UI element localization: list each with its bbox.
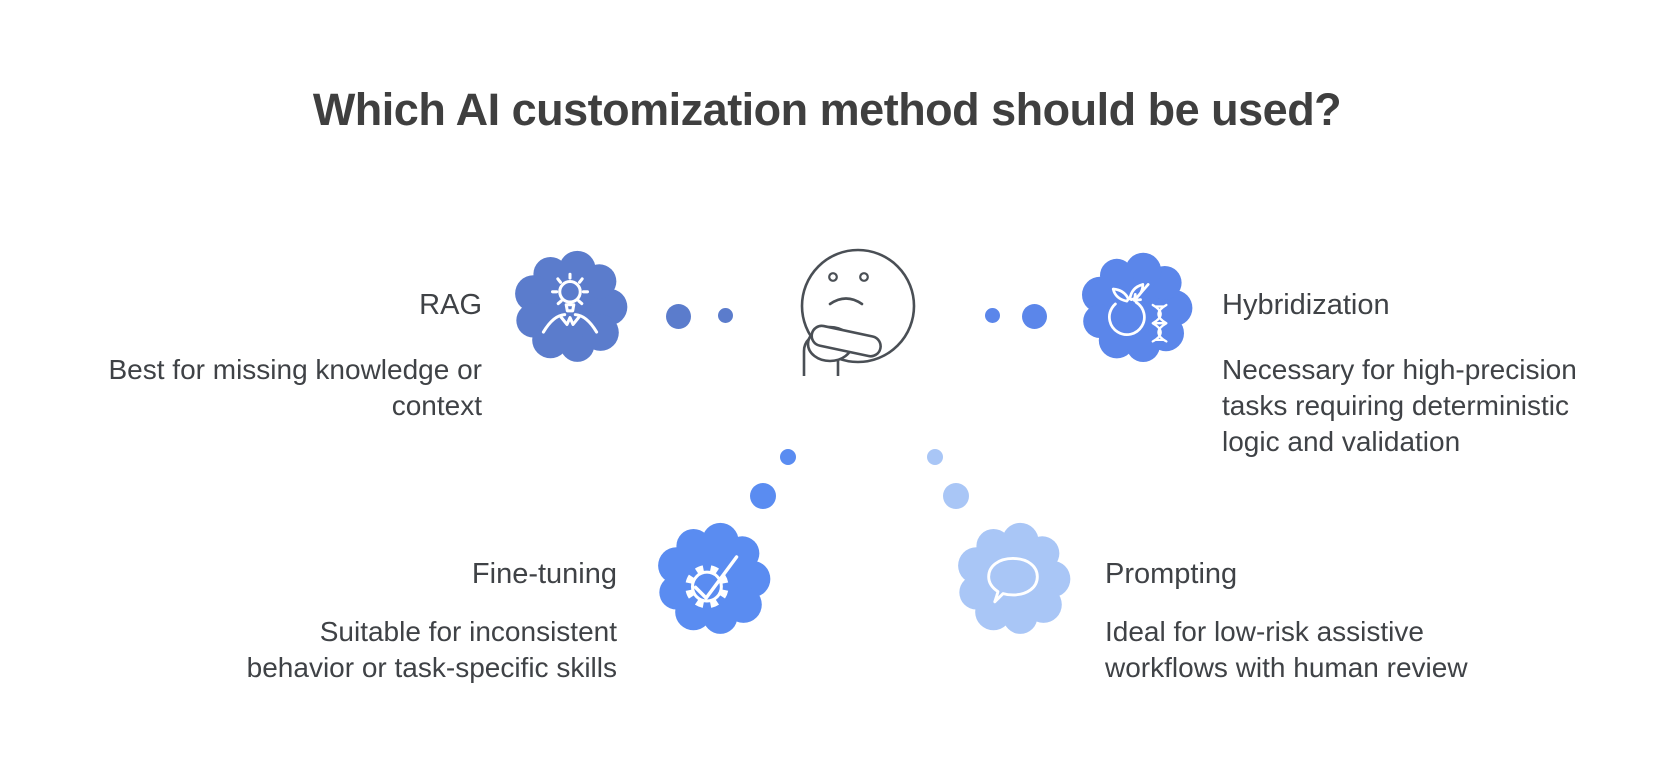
fine-tuning-description: Suitable for inconsistent behavior or ta… [246,616,617,683]
face-finger [810,324,882,358]
face-head [800,248,916,364]
rag-label: RAG [419,289,482,321]
hybridization-thought-blob [1074,248,1198,368]
face-left-eye [828,272,838,282]
thought-dot-bottom-right-large [943,483,969,509]
thought-dot-bottom-left-small [780,449,796,465]
hybridization-description: Necessary for high-precision tasks requi… [1222,354,1577,457]
prompting-label: Prompting [1105,558,1238,590]
prompting-thought-blob [952,518,1074,640]
rag-thought-blob [506,246,634,368]
speech-bubble-icon [987,557,1039,604]
thought-dot-top-right-large [1022,304,1047,329]
fruit-dna-icon [1108,283,1168,343]
thinking-face-figure [800,248,916,376]
fine-tuning-thought-blob [650,518,776,640]
hybridization-label: Hybridization [1222,289,1390,321]
prompting-description: Ideal for low-risk assistive workflows w… [1105,616,1468,683]
gear-check-icon [685,555,739,609]
thought-dot-top-left-small [718,308,733,323]
thought-dot-bottom-right-small [927,449,943,465]
page-title: Which AI customization method should be … [312,84,1342,135]
thought-dot-top-right-small [985,308,1000,323]
fine-tuning-label: Fine-tuning [471,558,617,590]
face-right-eye [859,272,869,282]
face-frown-mouth [828,297,864,306]
thought-dot-top-left-large [666,304,691,329]
thought-dot-bottom-left-large [750,483,776,509]
idea-person-icon [541,272,599,334]
rag-description: Best for missing knowledge or context [108,354,482,421]
